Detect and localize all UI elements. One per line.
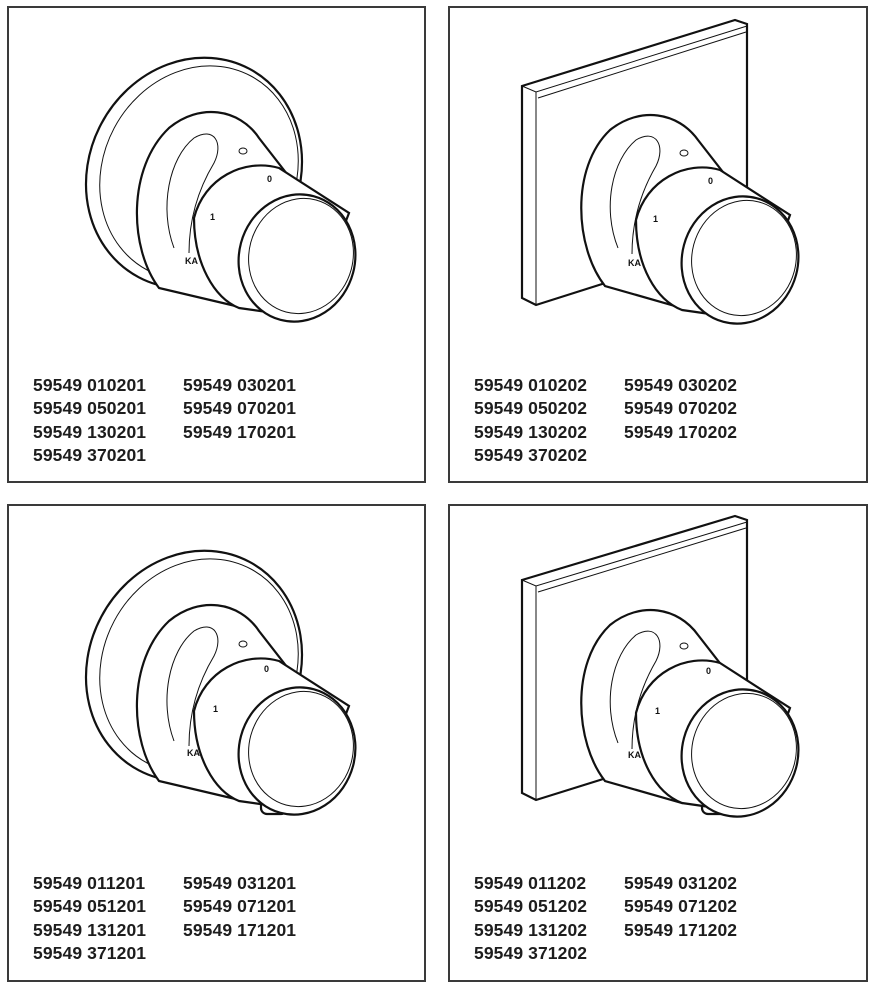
- article-number-list: 59549 010202 59549 030202 59549 050202 5…: [474, 374, 774, 467]
- article-number: 59549 371202: [474, 942, 588, 963]
- article-number: 59549 071201: [183, 896, 297, 917]
- valve-square-rosette-outlet-illustration: 0 1 KA: [520, 514, 800, 818]
- product-panel-square-rosette-outlet: 0 1 KA 59549 011202 59549 031202 59549 0…: [448, 504, 868, 982]
- dial-mark-0: 0: [706, 666, 711, 676]
- article-number: 59549 371201: [33, 942, 147, 963]
- article-number: 59549 131201: [33, 919, 147, 940]
- article-number: 59549 051201: [33, 896, 147, 917]
- article-number: 59549 011202: [474, 873, 587, 893]
- brand-mark: KA: [187, 748, 200, 758]
- valve-square-rosette-illustration: 0 1 KA: [520, 18, 800, 325]
- article-number: 59549 071202: [624, 896, 738, 917]
- article-number: 59549 031201: [183, 873, 297, 893]
- brand-mark: KA: [628, 258, 641, 268]
- article-number: 59549 370202: [474, 444, 588, 465]
- article-number: 59549 131202: [474, 919, 588, 940]
- product-panel-round-rosette-outlet: 0 1 KA 59549 011201 59549 031201 59549 0…: [7, 504, 426, 982]
- article-number: 59549 070202: [624, 398, 738, 419]
- dial-mark-0: 0: [708, 176, 713, 186]
- article-number: 59549 010202: [474, 375, 588, 395]
- article-number: 59549 130201: [33, 421, 147, 442]
- dial-mark-1: 1: [655, 706, 660, 716]
- article-number: 59549 030201: [183, 375, 297, 395]
- article-number: 59549 370201: [33, 444, 147, 465]
- article-number: 59549 171201: [183, 919, 297, 940]
- dial-mark-1: 1: [653, 214, 658, 224]
- dial-mark-1: 1: [213, 704, 218, 714]
- article-number: 59549 070201: [183, 398, 297, 419]
- valve-round-rosette-outlet-illustration: 0 1 KA: [84, 549, 357, 816]
- article-number: 59549 051202: [474, 896, 588, 917]
- dial-mark-1: 1: [210, 212, 215, 222]
- article-number-list: 59549 011202 59549 031202 59549 051202 5…: [474, 872, 774, 965]
- product-panel-round-rosette: 0 1 KA 59549 010201 59549 030201 59549 0…: [7, 6, 426, 483]
- product-panel-square-rosette: 0 1 KA 59549 010202 59549 030202 59549 0…: [448, 6, 868, 483]
- dial-mark-0: 0: [264, 664, 269, 674]
- article-number: 59549 170202: [624, 421, 738, 442]
- valve-round-rosette-illustration: 0 1 KA: [84, 56, 357, 323]
- article-number: 59549 031202: [624, 873, 738, 893]
- article-number: 59549 170201: [183, 421, 297, 442]
- brand-mark: KA: [185, 256, 198, 266]
- article-number: 59549 050201: [33, 398, 147, 419]
- article-number: 59549 130202: [474, 421, 588, 442]
- article-number: 59549 011201: [33, 873, 146, 893]
- article-number-list: 59549 010201 59549 030201 59549 050201 5…: [33, 374, 333, 467]
- article-number: 59549 050202: [474, 398, 588, 419]
- article-number-list: 59549 011201 59549 031201 59549 051201 5…: [33, 872, 333, 965]
- brand-mark: KA: [628, 750, 641, 760]
- article-number: 59549 030202: [624, 375, 738, 395]
- dial-mark-0: 0: [267, 174, 272, 184]
- article-number: 59549 010201: [33, 375, 147, 395]
- article-number: 59549 171202: [624, 919, 738, 940]
